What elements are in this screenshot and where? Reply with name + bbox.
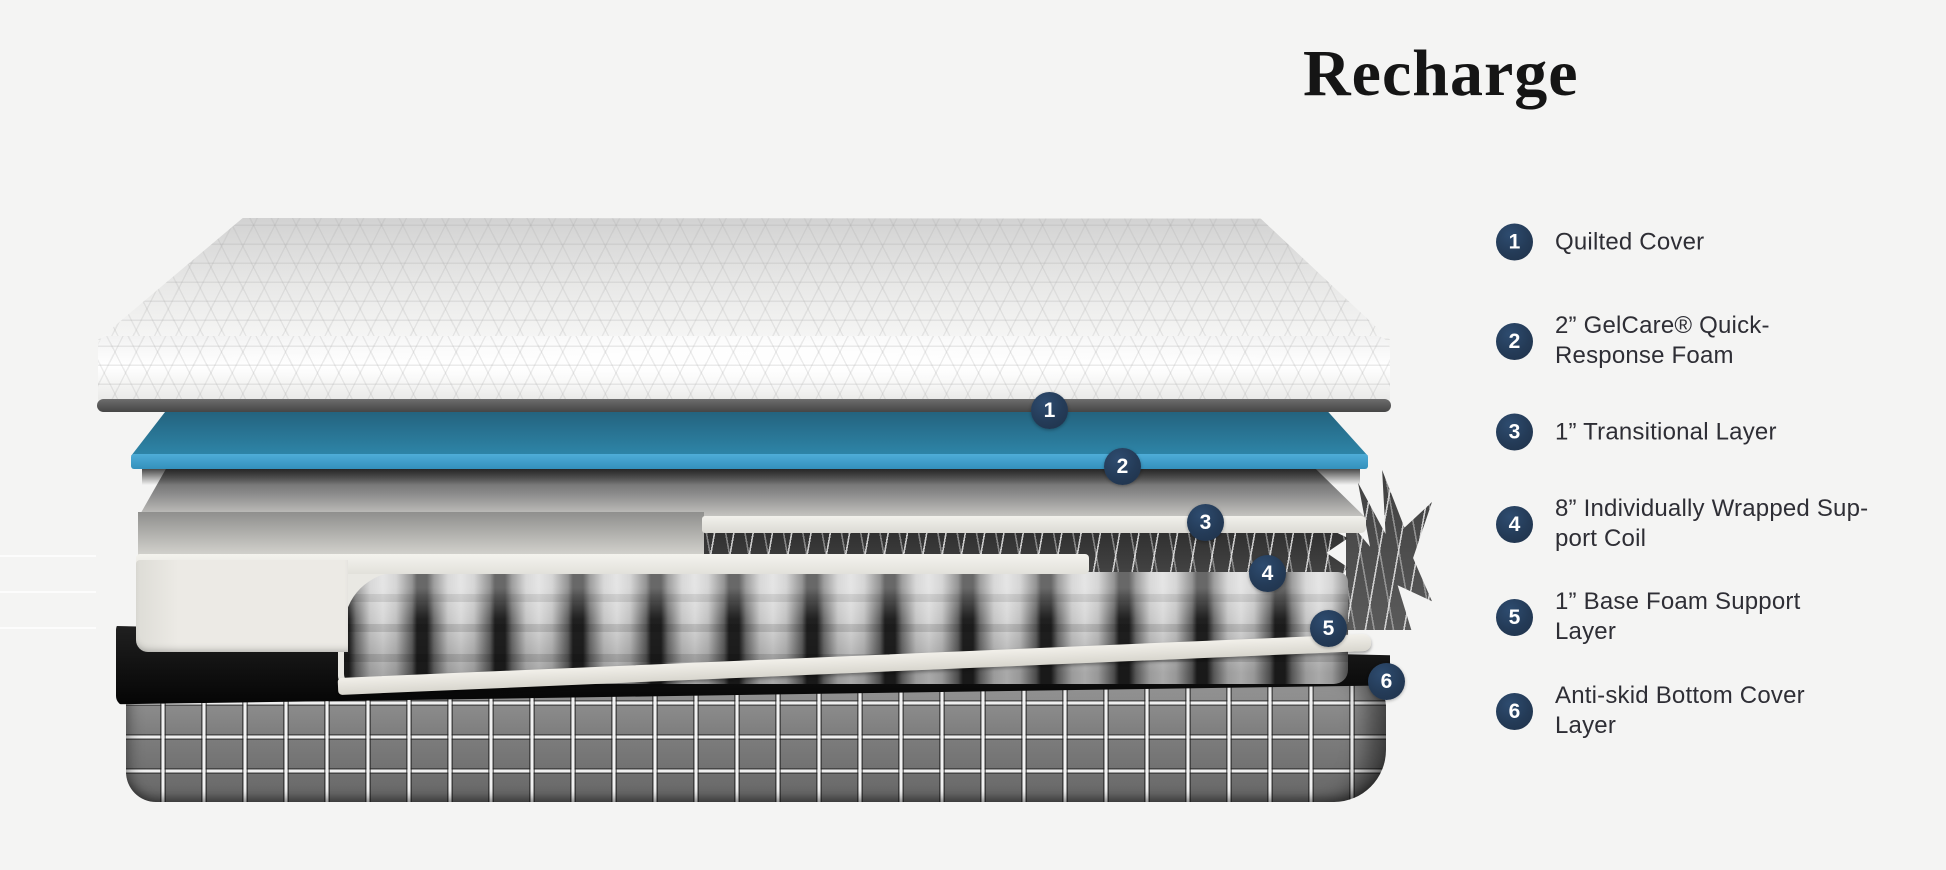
legend-badge-1: 1: [1496, 223, 1533, 261]
quilted-cover-rim: [97, 399, 1391, 412]
diagram-callout-badge-3: 3: [1187, 504, 1224, 541]
transitional-layer-front-edge: [702, 516, 1366, 533]
legend-badge-3: 3: [1496, 413, 1533, 451]
encasement-top-edge: [136, 554, 1089, 574]
diagram-callout-badge-4: 4: [1249, 555, 1286, 592]
legend-badge-4: 4: [1496, 505, 1533, 543]
encasement-left-face: [136, 560, 348, 652]
legend-item-bottom-cover: 6 Anti-skid Bottom Cover Layer: [1496, 681, 1926, 741]
diagram-callout-badge-1: 1: [1031, 392, 1068, 429]
legend-label: 2” GelCare® Quick- Response Foam: [1555, 312, 1770, 369]
legend-label: 1” Transitional Layer: [1555, 418, 1777, 445]
legend-item-gelcare-foam: 2 2” GelCare® Quick- Response Foam: [1496, 311, 1926, 371]
gelcare-foam-shadow: [142, 469, 1360, 485]
legend-label: Quilted Cover: [1555, 228, 1705, 255]
legend-item-support-coil: 4 8” Individually Wrapped Sup- port Coil: [1496, 494, 1926, 554]
gelcare-foam-front-edge: [131, 454, 1368, 469]
legend-badge-5: 5: [1496, 598, 1533, 636]
legend-item-base-foam: 5 1” Base Foam Support Layer: [1496, 587, 1926, 647]
background-rule-line: [0, 555, 96, 557]
background-rule-line: [0, 591, 96, 593]
legend-badge-2: 2: [1496, 322, 1533, 360]
coil-spring-tips: [1346, 470, 1432, 630]
quilted-cover-front: [98, 336, 1390, 404]
diagram-callout-badge-5: 5: [1310, 610, 1347, 647]
background-rule-line: [0, 627, 96, 629]
legend-item-transitional-layer: 3 1” Transitional Layer: [1496, 413, 1926, 451]
bottom-cover-grid-face: [126, 682, 1386, 802]
quilted-cover-top: [98, 218, 1390, 340]
diagram-callout-badge-6: 6: [1368, 663, 1405, 700]
legend-label: Anti-skid Bottom Cover Layer: [1555, 682, 1805, 739]
gelcare-foam-top: [131, 408, 1368, 456]
encasement-top-shading: [138, 512, 704, 558]
page-title: Recharge: [1303, 37, 1579, 110]
diagram-callout-badge-2: 2: [1104, 448, 1141, 485]
legend-badge-6: 6: [1496, 692, 1533, 730]
legend-label: 8” Individually Wrapped Sup- port Coil: [1555, 495, 1869, 552]
legend-item-quilted-cover: 1 Quilted Cover: [1496, 223, 1926, 261]
legend-label: 1” Base Foam Support Layer: [1555, 588, 1801, 645]
